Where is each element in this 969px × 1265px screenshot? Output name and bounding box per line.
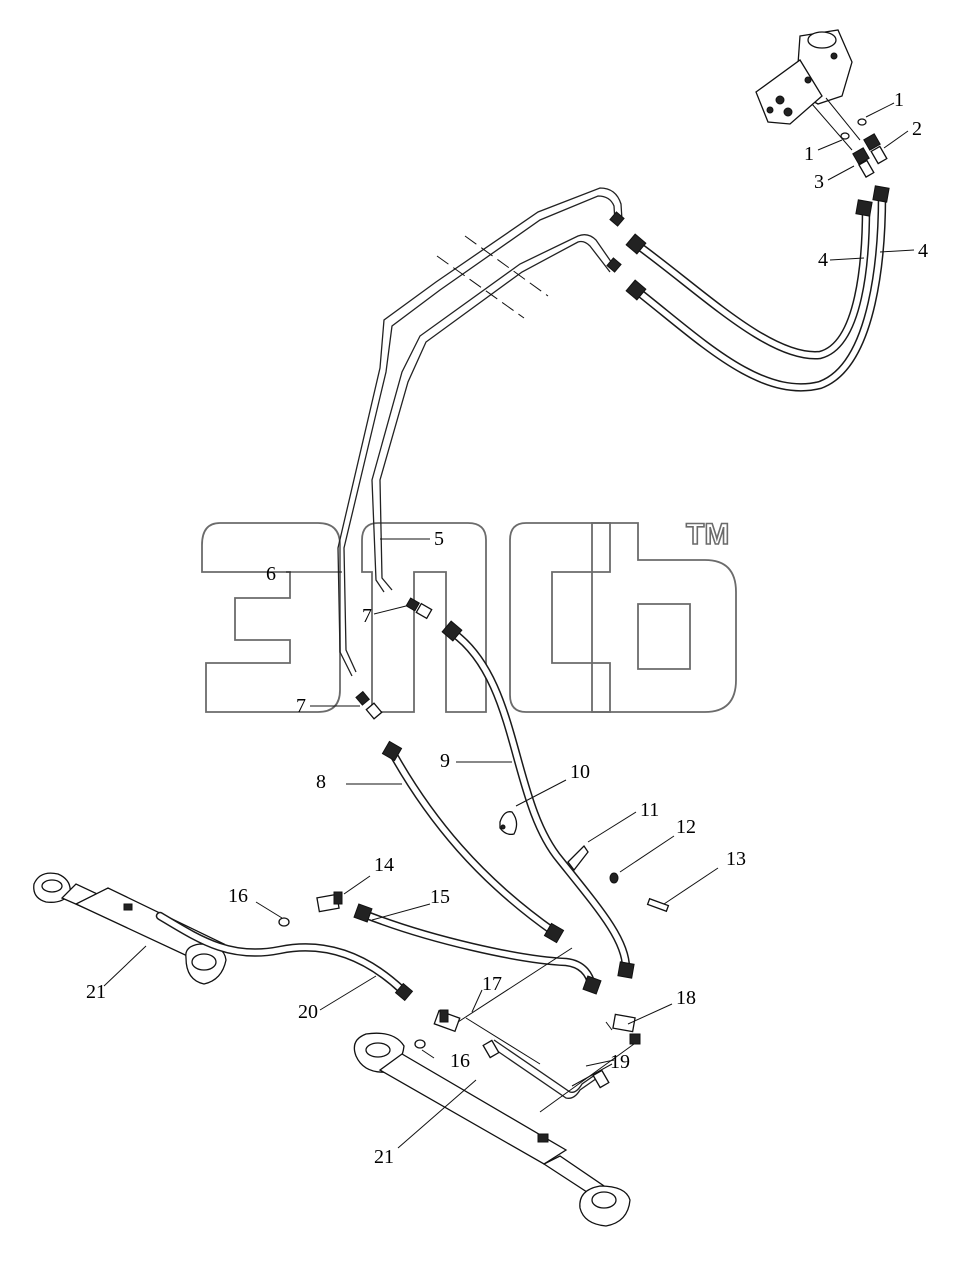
label-part-4b: 4: [918, 240, 928, 262]
label-part-16b: 16: [450, 1050, 470, 1072]
label-part-19: 19: [610, 1051, 630, 1073]
watermark-logo: [201, 522, 737, 713]
hose-20: [155, 911, 414, 1002]
watermark-glyph-4: [591, 522, 737, 713]
watermark-tm: TM: [686, 518, 729, 551]
label-part-9: 9: [440, 750, 450, 772]
watermark-glyph-1: [201, 522, 341, 713]
label-part-14: 14: [374, 854, 394, 876]
steel-pipe-5-6: [337, 187, 625, 677]
frame-break-lines: [436, 235, 549, 319]
fittings-14-16-17-18: [278, 891, 641, 1049]
label-part-20: 20: [298, 1001, 318, 1023]
label-part-5: 5: [434, 528, 444, 550]
part-labels: 1 1 2 3 4 4 5 6 7 7 8 9 10 11 12 13 14 1…: [86, 89, 928, 1168]
assembly-lines: [457, 947, 635, 1113]
label-part-16a: 16: [228, 885, 248, 907]
steel-pipe-19: [482, 1039, 610, 1099]
hose-4-pair: [625, 185, 890, 392]
label-part-7b: 7: [296, 695, 306, 717]
label-part-6: 6: [266, 563, 276, 585]
leader-lines: [103, 102, 915, 1149]
cylinder-21-upper: [33, 872, 227, 985]
label-part-1a: 1: [894, 89, 904, 111]
fittings-1-2-3: [840, 118, 888, 178]
label-part-18: 18: [676, 987, 696, 1009]
label-part-2: 2: [912, 118, 922, 140]
clamps-10-13: [499, 811, 670, 913]
steering-valve-unit: [755, 29, 861, 151]
label-part-7a: 7: [362, 605, 372, 627]
watermark-glyph-3: [509, 522, 611, 713]
label-part-3: 3: [814, 171, 824, 193]
label-part-12: 12: [676, 816, 696, 838]
hose-15: [353, 903, 602, 995]
label-part-10: 10: [570, 761, 590, 783]
label-part-21b: 21: [374, 1146, 394, 1168]
fittings-7: [355, 597, 433, 720]
label-part-13: 13: [726, 848, 746, 870]
label-part-11: 11: [640, 799, 659, 821]
label-part-8: 8: [316, 771, 326, 793]
label-part-17: 17: [482, 973, 502, 995]
label-part-4a: 4: [818, 249, 828, 271]
watermark-glyph-2: [361, 522, 487, 713]
hose-8: [381, 740, 565, 944]
label-part-21a: 21: [86, 981, 106, 1003]
label-part-15: 15: [430, 886, 450, 908]
hose-9: [441, 620, 635, 979]
cylinder-21-lower: [353, 1032, 631, 1227]
label-part-1b: 1: [804, 143, 814, 165]
